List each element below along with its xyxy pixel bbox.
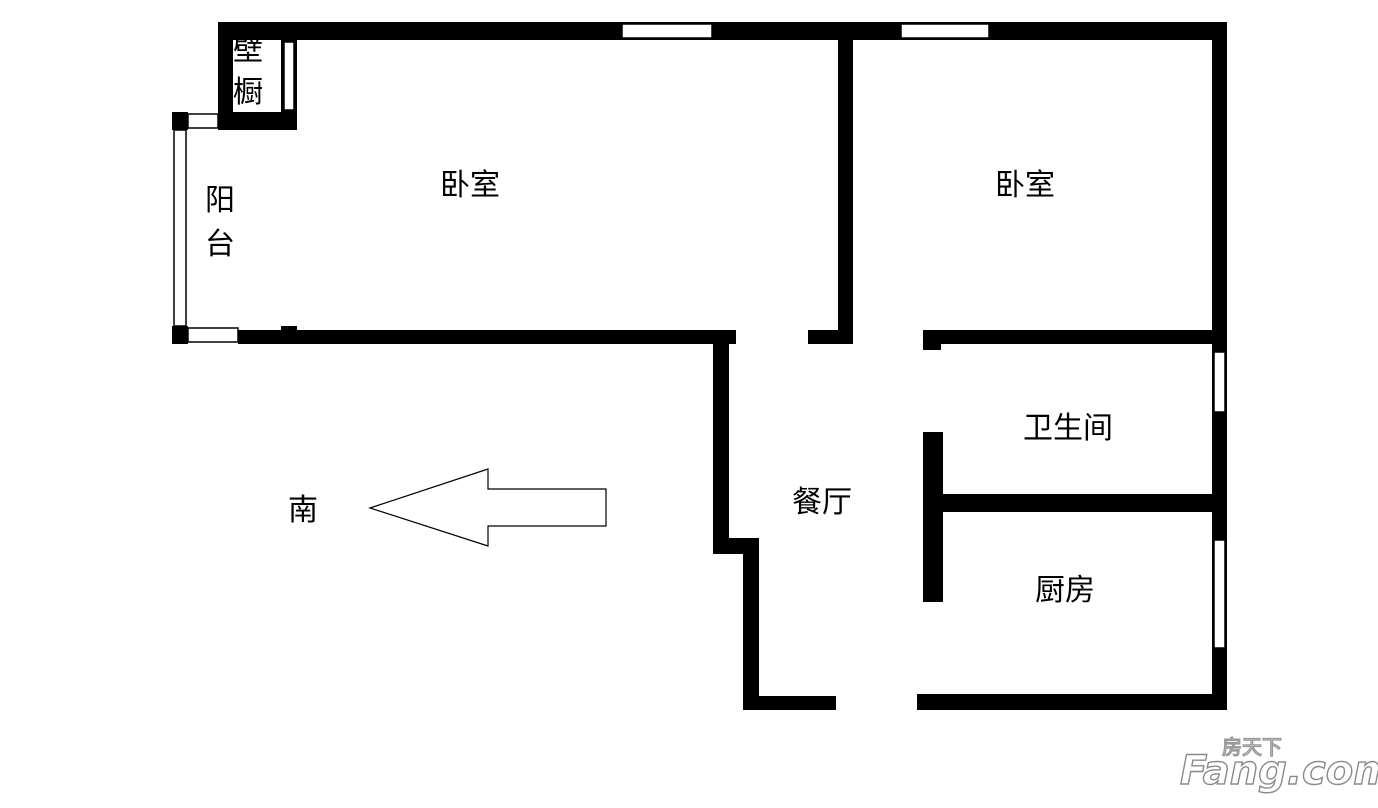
wall-balcony-post-top — [172, 112, 188, 130]
wall-dining-upper-left — [713, 330, 729, 554]
window-bathroom — [1213, 351, 1226, 413]
wall-top — [218, 22, 1227, 40]
kitchen-label: 厨房 — [1035, 573, 1095, 608]
wall-balcony-post-bottom — [172, 326, 188, 344]
wall-dining-bottom — [743, 696, 836, 710]
wall-door-stub — [808, 330, 853, 344]
closet-label-2: 橱 — [233, 75, 263, 110]
arrow-icon — [368, 468, 607, 547]
window-balcony-bottom — [187, 327, 239, 343]
wall-closet-left — [218, 22, 233, 130]
wall-closet-bottom — [218, 112, 297, 130]
closet-label-1: 壁 — [233, 33, 263, 68]
window-kitchen — [1213, 539, 1226, 649]
room-labels: 壁 橱 阳 台 卧室 卧室 餐厅 卫生间 厨房 — [205, 33, 1113, 608]
window-top-right — [900, 23, 990, 39]
compass-label: 南 — [288, 493, 318, 528]
window-balcony-side — [173, 129, 187, 327]
bedroom-right-label: 卧室 — [995, 168, 1055, 203]
bedroom-left-label: 卧室 — [440, 168, 500, 203]
window-balcony-top — [187, 113, 219, 129]
windows — [173, 23, 1226, 649]
balcony-label-2: 台 — [205, 227, 235, 262]
watermark-logo: 房天下 Fang.com — [1179, 735, 1378, 795]
window-closet — [283, 41, 295, 111]
wall-dining-lower-left — [743, 538, 759, 710]
balcony-label-1: 阳 — [205, 183, 235, 218]
wall-bedroom-divider — [838, 22, 853, 344]
wall-bedroom-left-bottom — [238, 330, 736, 344]
wall-bath-kitchen-divider — [923, 494, 1227, 512]
compass-arrow: 南 — [288, 468, 607, 547]
bathroom-label: 卫生间 — [1023, 411, 1113, 446]
window-top-left — [621, 23, 713, 39]
watermark-brand: Fang.com — [1180, 748, 1378, 794]
wall-kitchen-bottom — [917, 694, 1227, 710]
wall-bath-corner — [923, 330, 941, 350]
watermark-chinese: 房天下 — [1222, 735, 1282, 759]
dining-label: 餐厅 — [792, 485, 852, 520]
wall-bedroom-right-bottom — [923, 330, 1227, 344]
wall-bath-kitchen-left — [923, 432, 943, 602]
